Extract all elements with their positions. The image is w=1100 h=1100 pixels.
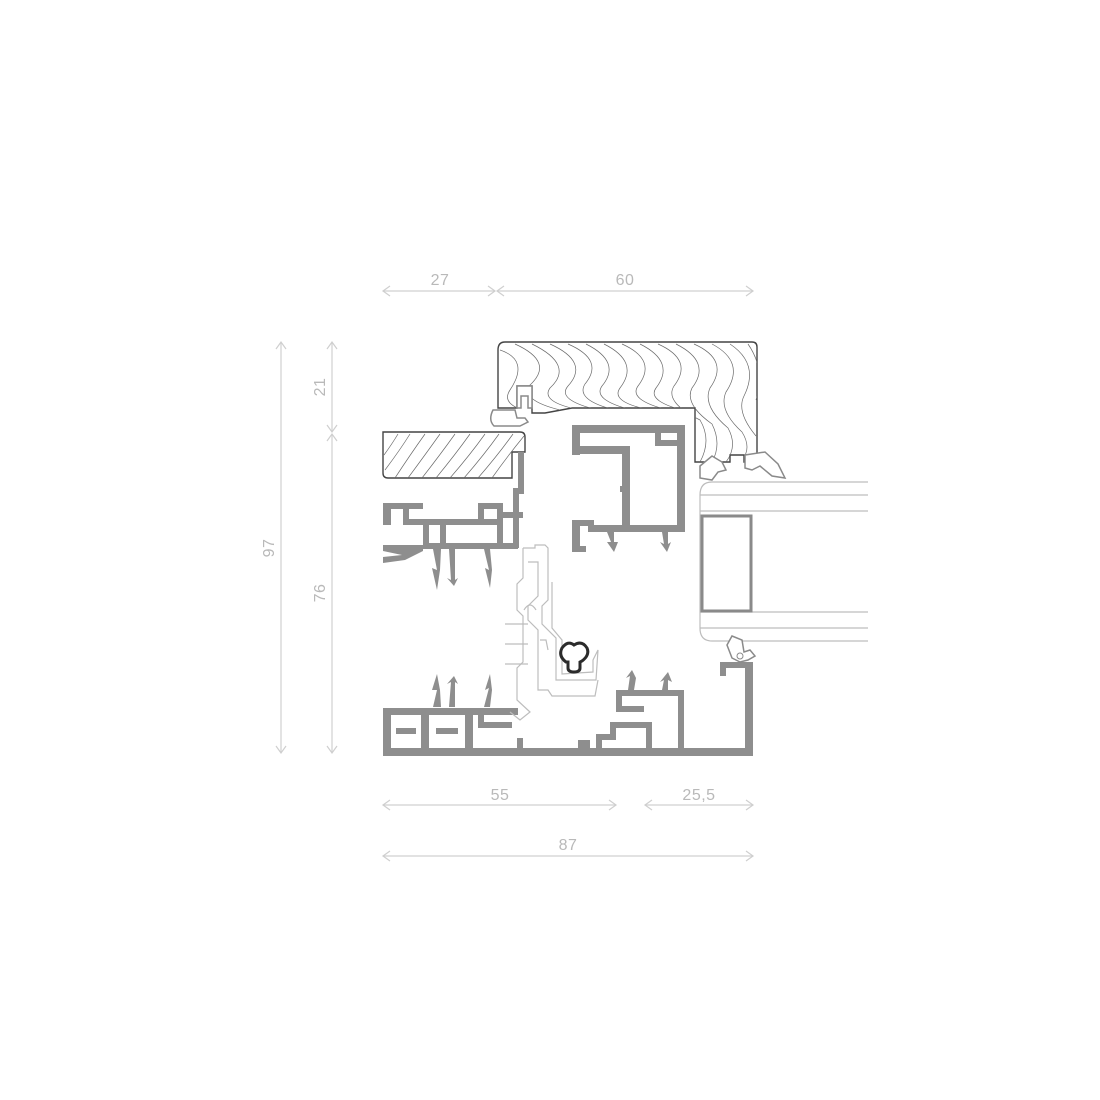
dimension-top-right: 60: [495, 272, 755, 297]
top-seal-clips: [490, 385, 787, 663]
dimension-label-76: 76: [312, 584, 329, 603]
dimension-bottom-left: 55: [381, 787, 618, 811]
aluminium-frame-bottom: [383, 662, 753, 756]
aluminium-frame-left: [383, 452, 524, 590]
aluminium-sash: [572, 425, 685, 552]
dimension-left-lower: 76: [312, 432, 338, 755]
dimension-label-97: 97: [261, 539, 278, 558]
wood-cladding-left: [382, 431, 526, 479]
dimension-label-60: 60: [616, 272, 635, 289]
wood-grain-left: [383, 433, 525, 478]
dimension-top-left: 27: [381, 272, 497, 297]
dimension-label-21: 21: [312, 378, 329, 397]
dimension-left-upper: 21: [312, 340, 338, 434]
glass-spacer: [700, 514, 753, 613]
wood-grain-top: [499, 343, 757, 462]
dimension-left-outer: 97: [261, 340, 287, 755]
dimension-label-25-5: 25,5: [682, 787, 715, 804]
thermal-break-profile: [505, 544, 599, 721]
dimension-bottom-right: 25,5: [643, 787, 755, 811]
dimension-label-27: 27: [431, 272, 450, 289]
dimension-bottom-total: 87: [381, 837, 755, 862]
dimension-label-87: 87: [559, 837, 578, 854]
central-gasket: [559, 641, 590, 674]
dimension-label-55: 55: [491, 787, 510, 804]
glazing-unit: [699, 481, 868, 642]
wood-cladding-top: [497, 341, 758, 463]
